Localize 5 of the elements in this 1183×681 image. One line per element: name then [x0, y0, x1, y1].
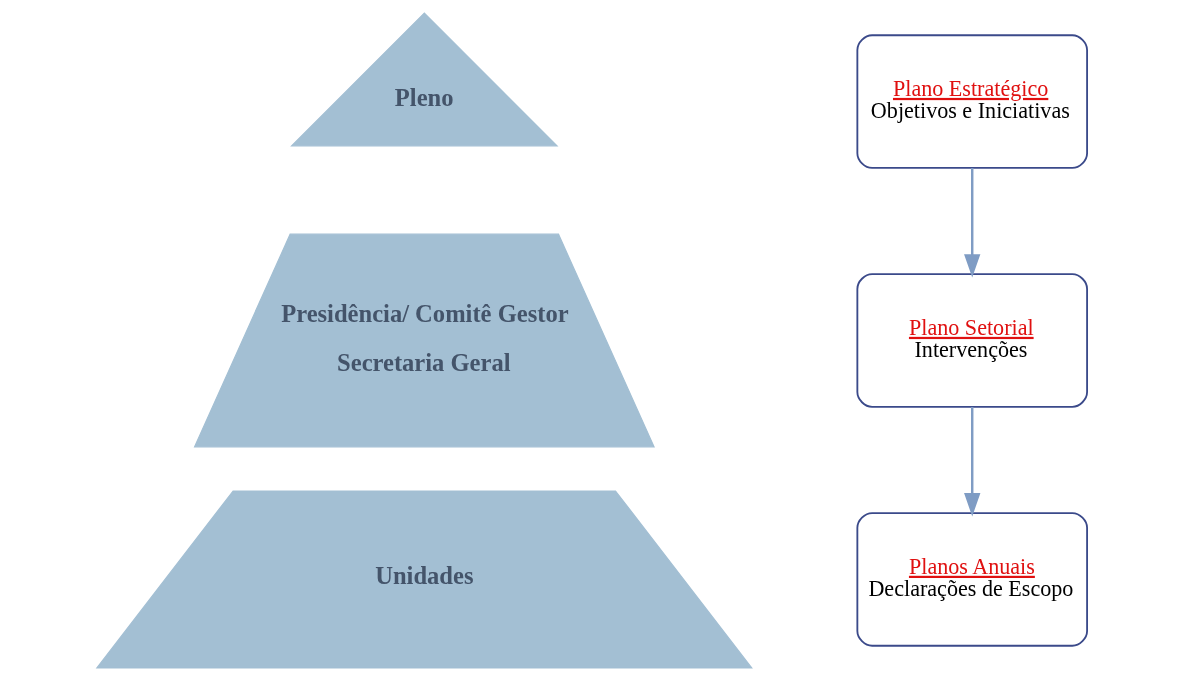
node-box: Planos Anuais Declarações de Escopo — [855, 512, 1088, 647]
arrow — [963, 168, 980, 278]
node-box: Plano Setorial Intervenções — [855, 273, 1088, 408]
arrow — [963, 406, 980, 517]
node-box: Plano Estratégico Objetivos e Iniciativas — [855, 34, 1088, 169]
